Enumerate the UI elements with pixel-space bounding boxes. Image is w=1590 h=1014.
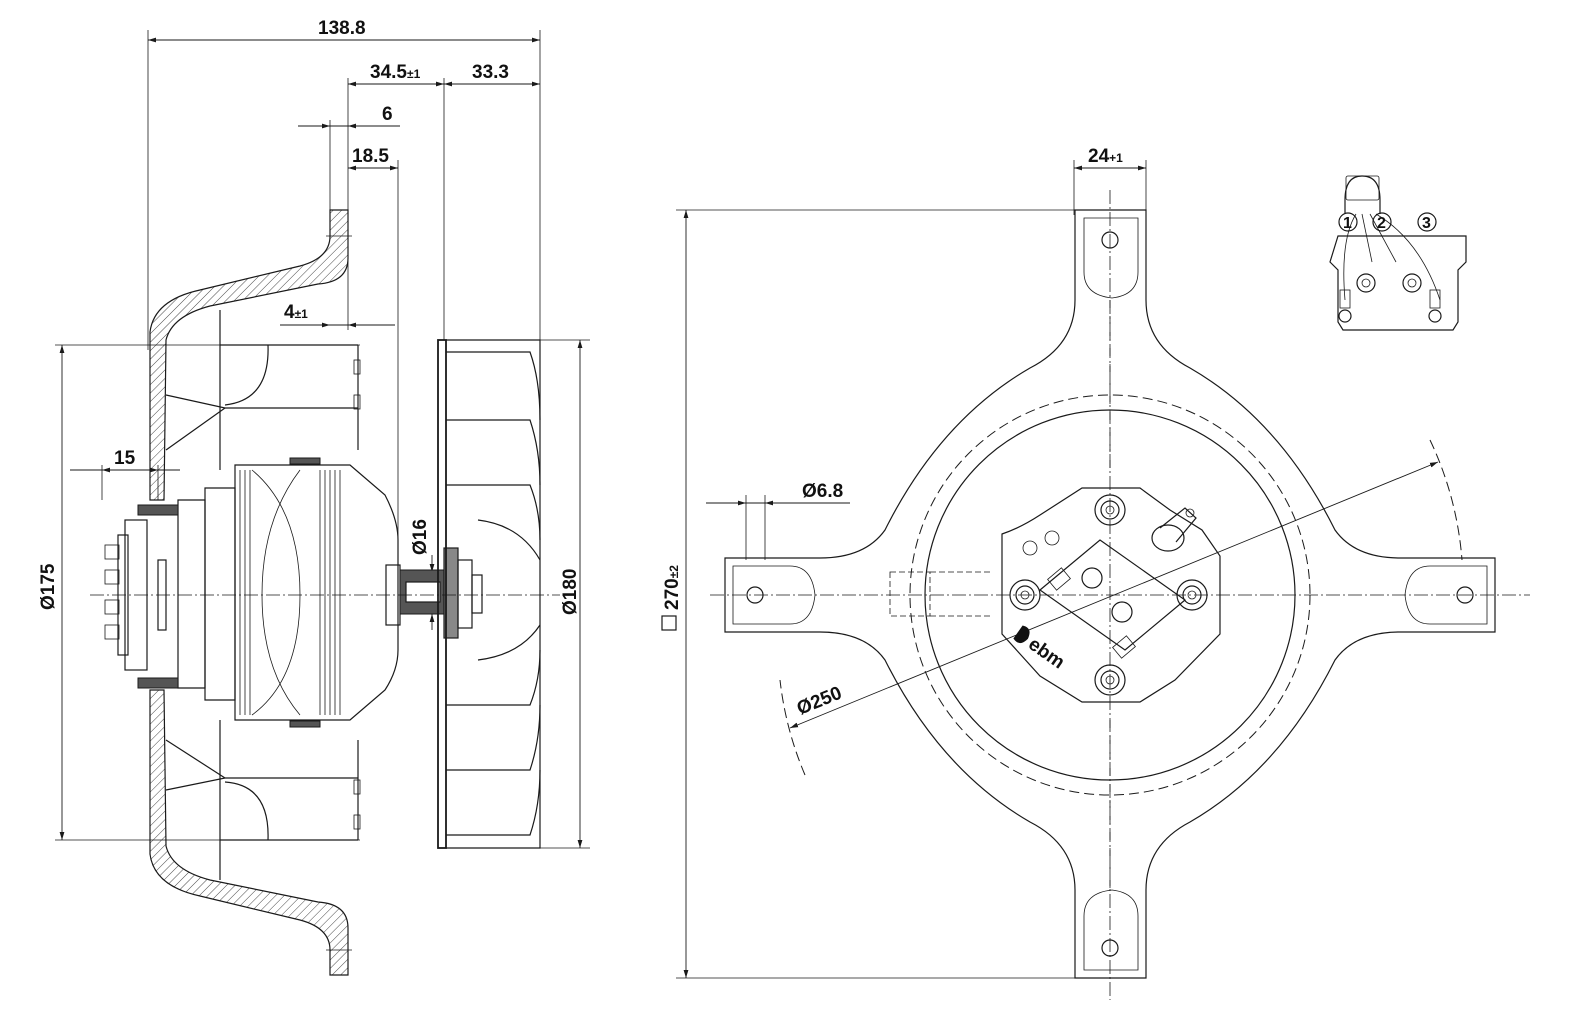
dim-motor-diameter: Ø175 [38,563,59,610]
motor-windings [239,469,341,716]
svg-text:ebm: ebm [1024,634,1068,674]
dim-impeller-diameter: Ø180 [560,569,581,615]
dim-overall-length: 138.8 [318,18,366,39]
connection-diagram: 1 2 3 [1329,175,1467,331]
svg-text:3: 3 [1422,215,1431,232]
screw-top [1094,494,1126,526]
screw-bottom [1094,664,1126,696]
cable-gland [1151,507,1197,552]
dim-blade-depth: 33.3 [472,62,509,83]
dim-arm-width: 24+1 [1088,146,1123,167]
dim-flange-to-hub: 18.5 [352,146,389,167]
ebm-logo: ebm [1013,625,1068,674]
terminal-label-1: 1 [1338,212,1358,232]
side-view: 138.8 34.5±1 33.3 6 18.5 4±1 15 Ø175 [38,18,590,976]
dim-gap: 4±1 [284,302,308,323]
svg-text:2: 2 [1377,215,1386,232]
dim-flange-thickness: 6 [382,104,393,125]
dim-square: 270±2 [662,565,683,610]
terminal-label-2: 2 [1372,212,1392,232]
dim-hole-diameter: Ø6.8 [802,481,843,502]
svg-text:1: 1 [1343,215,1352,232]
dim-bolt-circle: Ø250 [794,683,845,720]
screw-left [1009,579,1041,611]
dim-terminal: 15 [114,448,136,469]
dim-shaft-diameter: Ø16 [410,519,431,555]
screw-right [1176,579,1208,611]
front-view: 270±2 24+1 Ø6.8 Ø250 [661,146,1530,1000]
dim-hub-offset: 34.5±1 [370,62,421,83]
terminal-label-3: 3 [1417,212,1437,232]
